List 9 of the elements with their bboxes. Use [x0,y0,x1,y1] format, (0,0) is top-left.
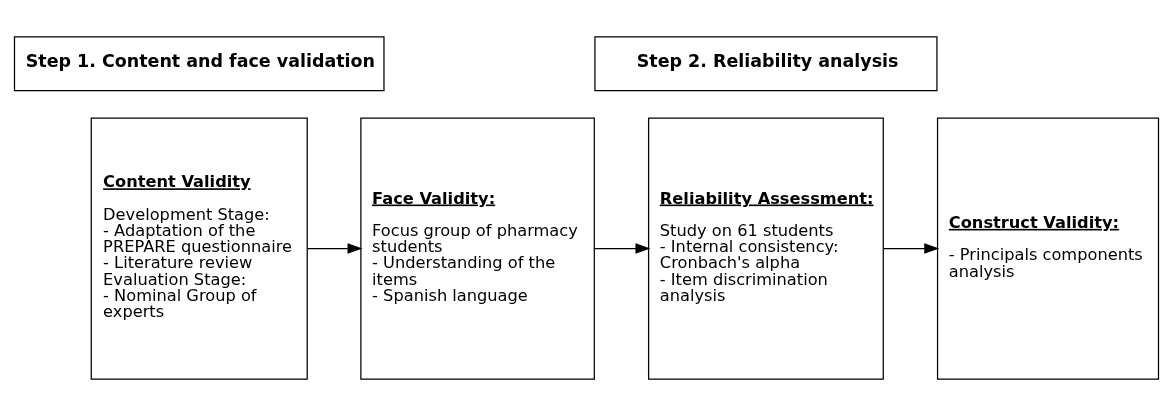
node-box: Step 1. Content and face validation [13,36,385,92]
node-box: Step 2. Reliability analysis [594,36,938,92]
node-box: Reliability Assessment: Study on 61 students - Internal consistency: Cronbach's alpha - Item discrimination analysis [647,117,884,380]
arrow [306,243,363,254]
node-box: Construct Validity: - Principals components analysis [936,117,1160,380]
arrow [594,243,651,254]
node-box: Content Validity Development Stage: - Adaptation of the PREPARE questionnaire - Literature review Evaluation Stage: - Nominal Group of experts [90,117,308,380]
arrow [882,243,940,254]
node-box: Face Validity: Focus group of pharmacy students - Understanding of the items - Spanish language [360,117,595,380]
